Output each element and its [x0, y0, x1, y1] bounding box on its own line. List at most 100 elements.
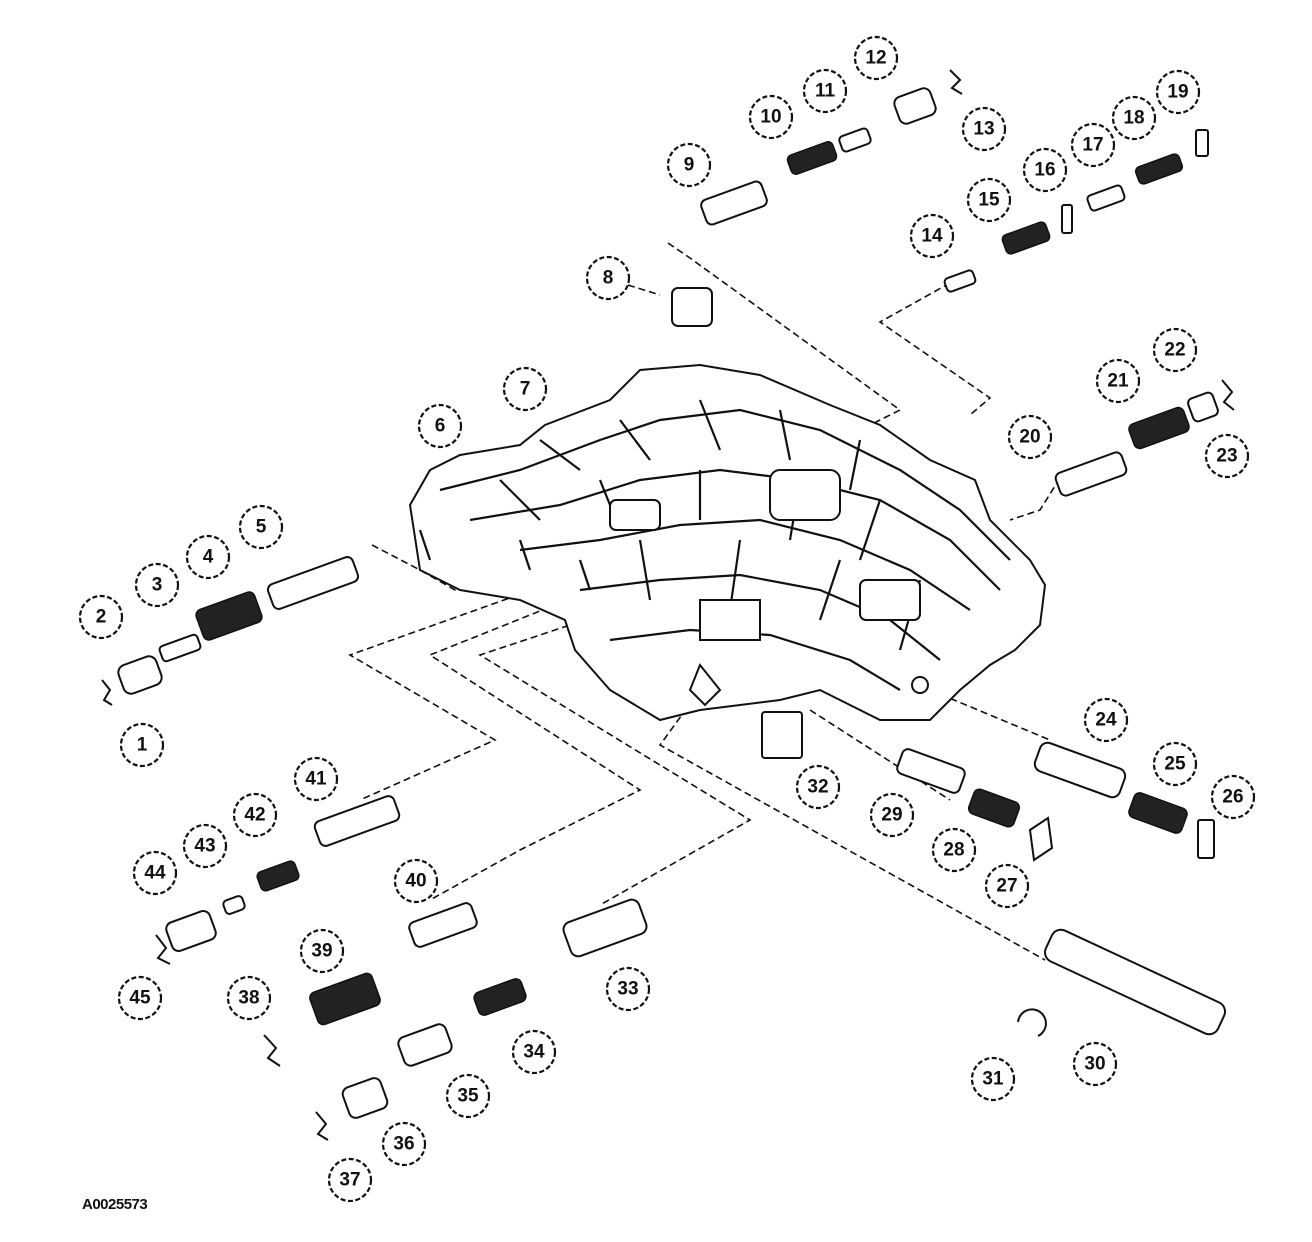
callout-2: 2 — [78, 594, 124, 640]
valve-41 — [313, 795, 401, 847]
seat-16 — [1061, 204, 1073, 234]
callout-7: 7 — [502, 366, 548, 412]
clip-1 — [101, 679, 113, 706]
svg-text:33: 33 — [617, 979, 638, 1000]
valve-9 — [700, 180, 768, 226]
svg-text:45: 45 — [129, 988, 151, 1009]
svg-text:32: 32 — [807, 777, 828, 798]
valve-24 — [1033, 741, 1127, 799]
callout-18: 18 — [1111, 95, 1157, 141]
svg-text:25: 25 — [1164, 754, 1186, 775]
callout-34: 34 — [511, 1029, 557, 1075]
valve-3 — [158, 633, 202, 663]
svg-text:18: 18 — [1123, 108, 1144, 129]
callout-27: 27 — [984, 863, 1030, 909]
svg-text:29: 29 — [881, 805, 902, 826]
svg-text:8: 8 — [603, 268, 614, 289]
plug-2 — [117, 655, 163, 695]
svg-text:21: 21 — [1107, 371, 1129, 392]
spring-18 — [1134, 153, 1184, 185]
spring-21 — [1128, 406, 1190, 450]
svg-text:34: 34 — [523, 1042, 545, 1063]
callout-45: 45 — [117, 975, 163, 1021]
callout-5: 5 — [238, 504, 284, 550]
svg-text:38: 38 — [238, 988, 259, 1009]
plug-12 — [893, 87, 937, 125]
callout-23: 23 — [1204, 433, 1250, 479]
spring-15 — [1001, 221, 1051, 255]
callout-40: 40 — [393, 858, 439, 904]
callout-26: 26 — [1210, 774, 1256, 820]
svg-text:41: 41 — [305, 769, 327, 790]
callout-25: 25 — [1152, 741, 1198, 787]
svg-text:16: 16 — [1034, 160, 1055, 181]
callout-24: 24 — [1083, 697, 1129, 743]
spring-34 — [473, 978, 527, 1016]
clip-45 — [155, 934, 171, 965]
callout-21: 21 — [1095, 358, 1141, 404]
callout-9: 9 — [666, 142, 712, 188]
callout-29: 29 — [869, 792, 915, 838]
valve-29 — [896, 748, 966, 794]
valve-5 — [266, 556, 360, 610]
svg-text:39: 39 — [311, 941, 332, 962]
clip-23 — [1221, 379, 1235, 411]
svg-text:4: 4 — [203, 547, 214, 568]
svg-text:42: 42 — [244, 805, 265, 826]
clip-31 — [1017, 1008, 1047, 1037]
svg-text:20: 20 — [1019, 427, 1040, 448]
callout-43: 43 — [182, 823, 228, 869]
svg-text:31: 31 — [982, 1069, 1004, 1090]
svg-text:44: 44 — [144, 863, 166, 884]
clip-37 — [315, 1111, 329, 1141]
retainer-27 — [1028, 816, 1054, 862]
svg-text:27: 27 — [996, 876, 1017, 897]
svg-text:17: 17 — [1082, 135, 1103, 156]
component-parts — [101, 69, 1235, 1141]
valve-30 — [1044, 928, 1226, 1036]
svg-text:35: 35 — [457, 1086, 479, 1107]
valve-body — [408, 363, 1047, 722]
spring-28 — [967, 788, 1021, 828]
callout-28: 28 — [931, 827, 977, 873]
retainer-26 — [1197, 819, 1215, 859]
valve-33 — [562, 898, 648, 958]
svg-text:28: 28 — [943, 840, 964, 861]
callout-6: 6 — [417, 403, 463, 449]
plug-44 — [165, 910, 217, 952]
spring-4 — [195, 591, 263, 641]
clip-38 — [263, 1034, 281, 1067]
svg-text:10: 10 — [760, 107, 781, 128]
valve-40 — [408, 902, 478, 948]
callout-8: 8 — [585, 255, 631, 301]
callout-44: 44 — [132, 850, 178, 896]
plug-36 — [341, 1077, 389, 1119]
svg-text:22: 22 — [1164, 340, 1185, 361]
clip-13 — [949, 69, 963, 95]
callout-13: 13 — [961, 106, 1007, 152]
valve-35 — [397, 1023, 453, 1067]
valve-11 — [838, 127, 872, 153]
part-8 — [671, 287, 713, 327]
callout-15: 15 — [966, 177, 1012, 223]
svg-text:3: 3 — [152, 575, 163, 596]
svg-text:6: 6 — [435, 416, 446, 437]
callout-39: 39 — [299, 928, 345, 974]
figure-id-label: A0025573 — [82, 1196, 148, 1213]
spring-10 — [786, 141, 838, 175]
spring-39 — [309, 972, 381, 1026]
callout-32: 32 — [795, 764, 841, 810]
svg-text:30: 30 — [1084, 1054, 1105, 1075]
callout-3: 3 — [134, 562, 180, 608]
spring-42 — [256, 860, 300, 892]
callout-11: 11 — [802, 68, 848, 114]
callout-31: 31 — [970, 1056, 1016, 1102]
callout-4: 4 — [185, 534, 231, 580]
callout-10: 10 — [748, 94, 794, 140]
callout-14: 14 — [909, 213, 955, 259]
callout-33: 33 — [605, 966, 651, 1012]
callout-38: 38 — [226, 975, 272, 1021]
callout-30: 30 — [1072, 1041, 1118, 1087]
spring-seat-43 — [222, 895, 246, 915]
